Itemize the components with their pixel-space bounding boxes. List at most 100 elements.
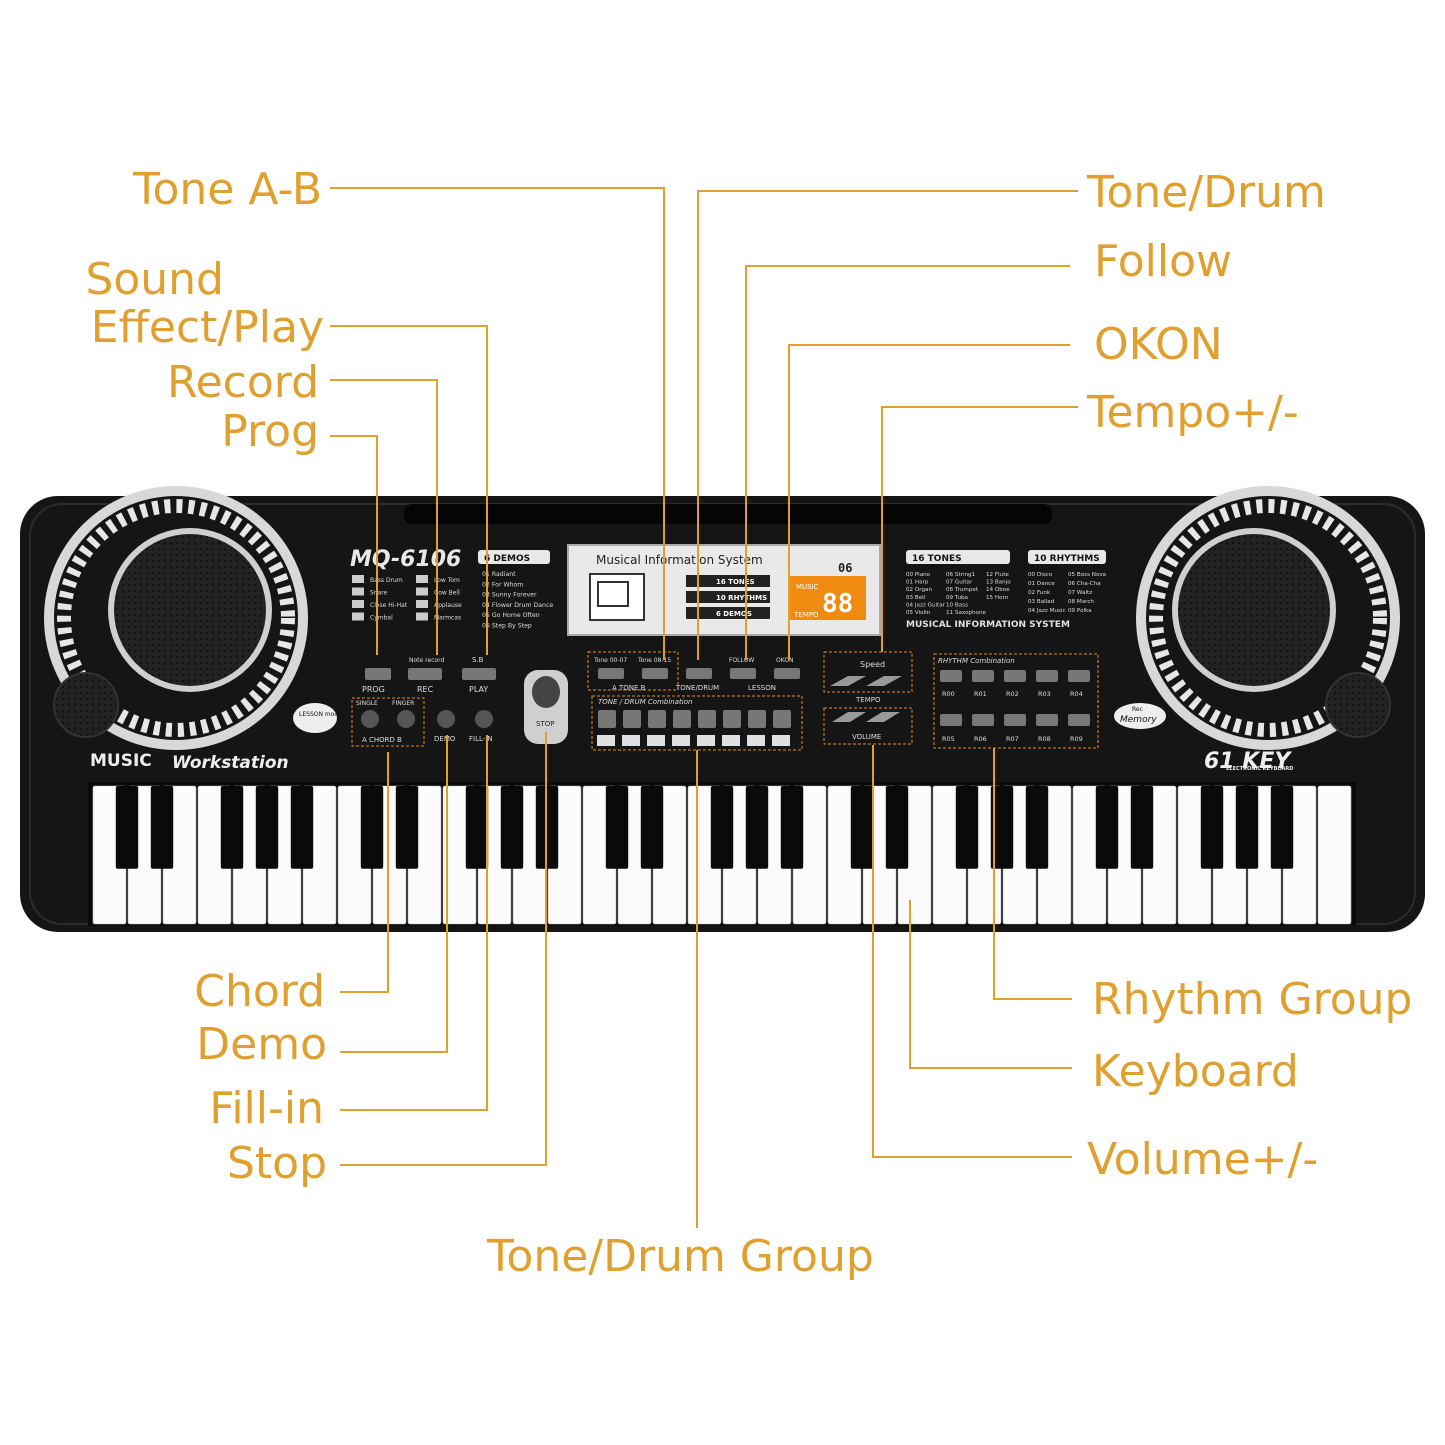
tone-item: 05 Violin [906,610,931,616]
tempo-up-button[interactable] [866,676,902,686]
single-label: SINGLE [356,700,378,707]
tone-drum-pad[interactable] [648,710,666,728]
play-label: PLAY [469,685,488,694]
black-key[interactable] [360,786,384,869]
single-chord-button[interactable] [361,710,379,728]
fill-in-label: FILL-IN [469,735,493,743]
tone-drum-button[interactable] [686,668,712,679]
tone-drum-pad-icon [772,735,790,746]
black-key[interactable] [710,786,734,869]
lcd-badge [686,607,770,619]
black-key[interactable] [885,786,909,869]
black-key[interactable] [220,786,244,869]
rhythm-pad-label: R00 [942,690,955,698]
effect-item: Low Tom [434,577,460,584]
rhythm-pad-top[interactable] [940,670,962,682]
black-key[interactable] [1130,786,1154,869]
rhythm-pad-top[interactable] [1068,670,1090,682]
rhythm-pad-label: R01 [974,690,987,698]
tone-a-button[interactable] [598,668,624,679]
rhythm-pad-top[interactable] [1036,670,1058,682]
tempo-down-button[interactable] [830,676,866,686]
stop-button[interactable] [532,676,560,708]
black-key[interactable] [465,786,489,869]
effect-item: Cow Bell [434,590,460,597]
leader-okon [788,344,1070,660]
left-controls: PROG Note record REC S.B PLAY SINGLE FIN… [293,656,568,747]
rhythm-pad-bottom[interactable] [1004,714,1026,726]
black-key[interactable] [1200,786,1224,869]
callout-demo: Demo [196,1019,327,1070]
tone-drum-pad-icon [722,735,740,746]
rhythm-pad-bottom[interactable] [1068,714,1090,726]
tone-item: 12 Flute [986,572,1009,578]
demo-item: 05 Go Home Often [482,612,540,619]
black-key[interactable] [255,786,279,869]
black-key[interactable] [150,786,174,869]
tone-ab-box [587,651,679,691]
tone-drum-pad[interactable] [598,710,616,728]
black-key[interactable] [395,786,419,869]
rhythm-pad-bottom[interactable] [1036,714,1058,726]
black-key[interactable] [1025,786,1049,869]
black-key[interactable] [1235,786,1259,869]
black-key[interactable] [640,786,664,869]
rhythm-pad-top[interactable] [1004,670,1026,682]
tone-drum-pad[interactable] [748,710,766,728]
fill-in-button[interactable] [475,710,493,728]
rhythm-pad-bottom[interactable] [972,714,994,726]
callout-rhythm-group: Rhythm Group [1092,974,1413,1025]
tempo-volume-section: Speed TEMPO VOLUME [823,651,913,745]
demo-label: DEMO [434,735,456,743]
leader-follow [745,265,1070,660]
rhythm-pad-bottom[interactable] [940,714,962,726]
tone-drum-pad[interactable] [773,710,791,728]
chord-group-box [351,697,425,747]
black-key[interactable] [745,786,769,869]
black-key[interactable] [500,786,524,869]
key-caption: ELECTRONIC KEYBOARD [1226,766,1293,772]
tone-drum-pad[interactable] [723,710,741,728]
rec-button[interactable] [408,668,442,680]
prog-button[interactable] [365,668,391,680]
demo-button[interactable] [437,710,455,728]
callout-tempo: Tempo+/- [1087,387,1299,438]
prog-label: PROG [362,685,385,694]
okon-button[interactable] [774,668,800,679]
black-key[interactable] [1270,786,1294,869]
rhythms-header: 10 RHYTHMS [1034,554,1100,564]
black-key[interactable] [1095,786,1119,869]
black-key[interactable] [850,786,874,869]
tone-b-button[interactable] [642,668,668,679]
volume-up-button[interactable] [866,712,900,722]
black-key[interactable] [955,786,979,869]
leader-keyboard [909,900,1072,1069]
brand-italic: Workstation [172,753,289,773]
tone-drum-pad[interactable] [698,710,716,728]
key-count: 61 KEY [1204,749,1292,774]
black-key[interactable] [780,786,804,869]
volume-box [823,707,913,745]
rhythm-pad-top[interactable] [972,670,994,682]
black-key[interactable] [605,786,629,869]
finger-chord-button[interactable] [397,710,415,728]
black-key[interactable] [990,786,1014,869]
effect-item: Close Hi-Hat [370,602,408,609]
leader-record [330,379,438,655]
okon-label: OKON [776,657,794,664]
rhythm-pad-label: R03 [1038,690,1051,698]
tone-drum-pad[interactable] [673,710,691,728]
volume-down-button[interactable] [832,712,866,722]
black-key[interactable] [290,786,314,869]
white-key[interactable] [1317,785,1352,925]
tone-drum-pad[interactable] [623,710,641,728]
black-key[interactable] [115,786,139,869]
tone-item: 09 Tuba [946,595,968,601]
play-button[interactable] [462,668,496,680]
follow-button[interactable] [730,668,756,679]
effect-icon [416,612,428,621]
brand-bold: MUSIC [90,751,152,771]
